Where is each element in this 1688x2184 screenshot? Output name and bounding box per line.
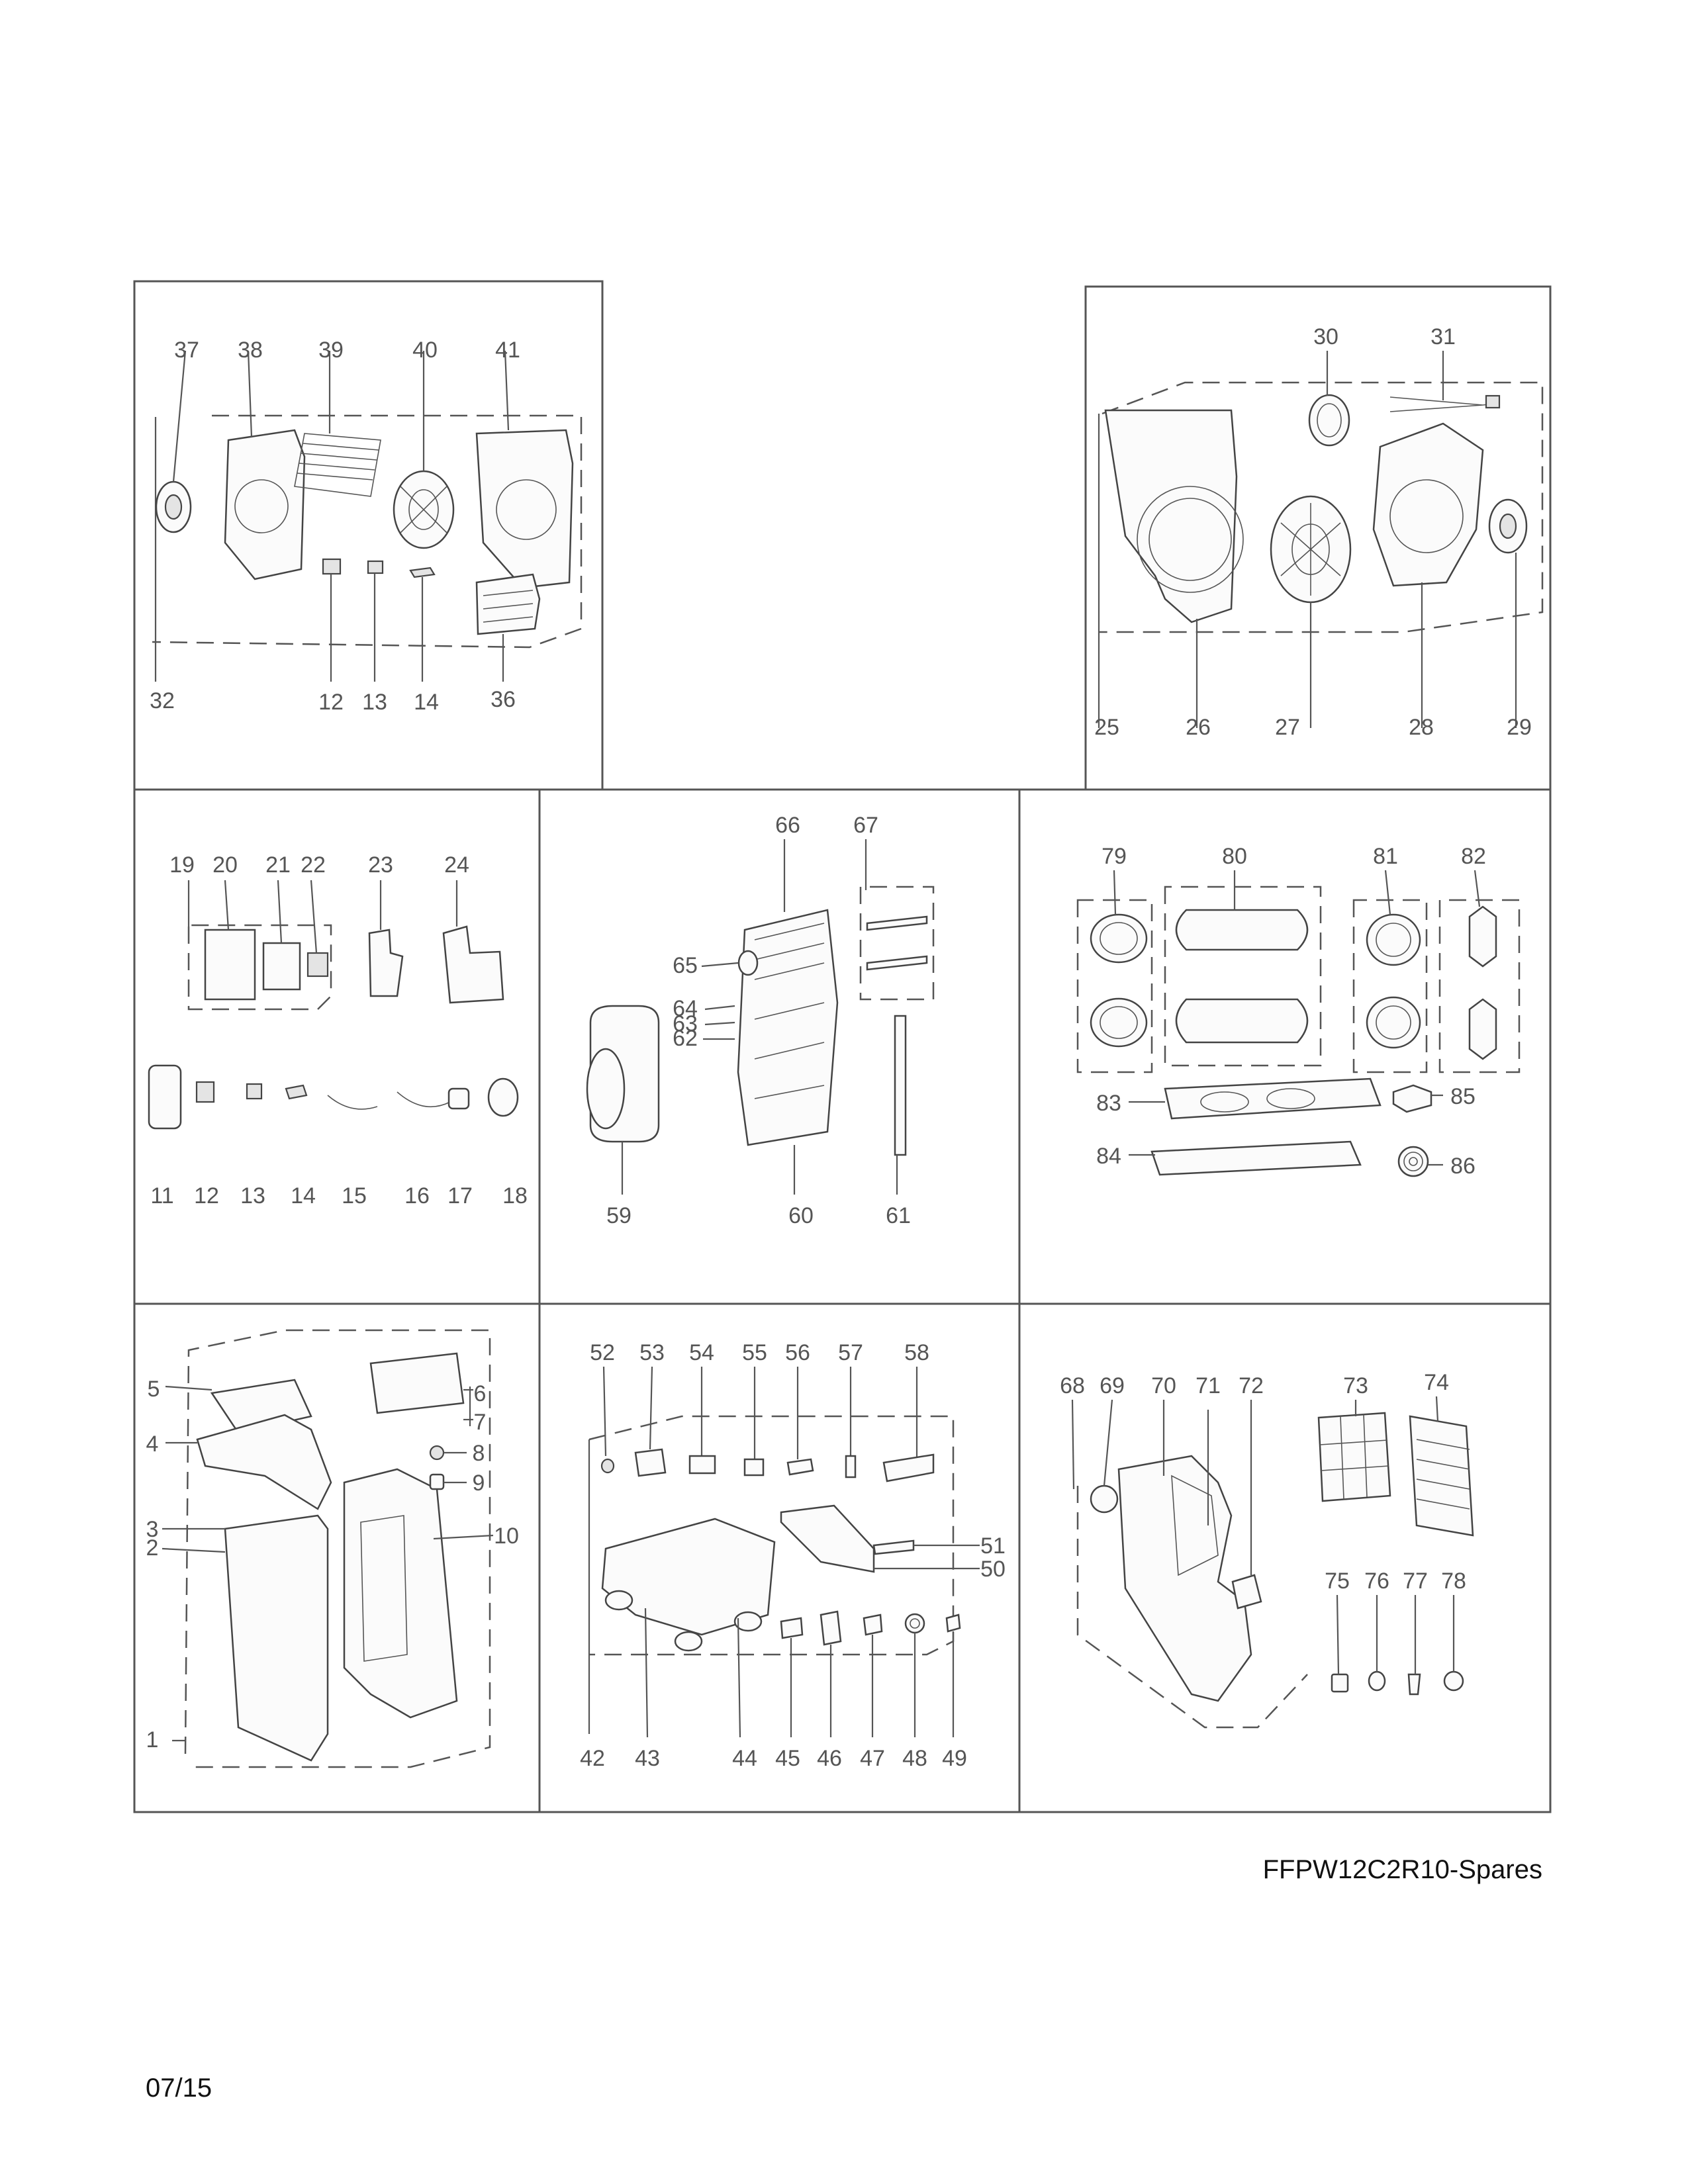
- callout-57: 57: [838, 1340, 863, 1365]
- callout-13b: 13: [240, 1183, 265, 1208]
- callout-65: 65: [673, 953, 698, 978]
- callout-11: 11: [150, 1183, 173, 1208]
- callout-17: 17: [447, 1183, 473, 1208]
- callout-41: 41: [495, 338, 520, 363]
- callout-6: 6: [474, 1381, 487, 1406]
- panel-blower-upper-assembly: [152, 350, 583, 682]
- callout-28: 28: [1409, 715, 1434, 740]
- panel-electrical-components: [148, 880, 519, 1130]
- callout-12b: 12: [194, 1183, 219, 1208]
- callout-9: 9: [473, 1471, 485, 1496]
- callout-1: 1: [146, 1727, 159, 1752]
- callout-53: 53: [639, 1340, 665, 1365]
- panel-refrigeration-system: [586, 839, 935, 1195]
- callout-20: 20: [212, 852, 238, 878]
- callout-25: 25: [1094, 715, 1119, 740]
- callout-16: 16: [404, 1183, 430, 1208]
- panel-rear-panel-and-filters: [1071, 1396, 1474, 1729]
- callout-40: 40: [412, 338, 438, 363]
- callout-70: 70: [1151, 1373, 1176, 1398]
- callout-64: 64: [673, 996, 698, 1021]
- callout-52: 52: [590, 1340, 615, 1365]
- callout-56: 56: [785, 1340, 810, 1365]
- callout-75: 75: [1325, 1569, 1350, 1594]
- panel-blower-lower-assembly: [1098, 351, 1544, 728]
- callout-26: 26: [1186, 715, 1211, 740]
- callout-23: 23: [368, 852, 393, 878]
- callout-32: 32: [150, 688, 175, 713]
- callout-76: 76: [1364, 1569, 1389, 1594]
- callout-68: 68: [1060, 1373, 1085, 1398]
- callout-14: 14: [414, 690, 439, 715]
- callout-29: 29: [1507, 715, 1532, 740]
- callout-84: 84: [1096, 1144, 1121, 1169]
- callout-36: 36: [491, 687, 516, 712]
- callout-73: 73: [1343, 1373, 1368, 1398]
- callout-69: 69: [1100, 1373, 1125, 1398]
- callout-8: 8: [473, 1441, 485, 1466]
- callout-3: 3: [146, 1517, 159, 1542]
- revision-date: 07/15: [146, 2073, 212, 2103]
- callout-81: 81: [1373, 844, 1398, 869]
- callout-67: 67: [853, 813, 878, 838]
- callout-60: 60: [788, 1203, 814, 1228]
- callout-24: 24: [444, 852, 469, 878]
- callout-48: 48: [902, 1746, 927, 1771]
- callout-66: 66: [775, 813, 800, 838]
- callout-4: 4: [146, 1432, 159, 1457]
- callout-47: 47: [860, 1746, 885, 1771]
- callout-82: 82: [1461, 844, 1486, 869]
- panel-cabinet-front: [162, 1329, 494, 1768]
- callout-72: 72: [1239, 1373, 1264, 1398]
- callout-13: 13: [362, 690, 387, 715]
- panel-frames: [133, 280, 1552, 1813]
- model-spares-label: FFPW12C2R10-Spares: [1263, 1855, 1542, 1884]
- callout-42: 42: [580, 1746, 605, 1771]
- callout-63: 63: [673, 1011, 698, 1036]
- callout-61: 61: [886, 1203, 911, 1228]
- panel-base-and-drain: [588, 1366, 980, 1738]
- callout-19: 19: [169, 852, 195, 878]
- callout-15: 15: [342, 1183, 367, 1208]
- callout-2: 2: [146, 1535, 159, 1561]
- callout-62: 62: [673, 1026, 698, 1051]
- callout-21: 21: [265, 852, 291, 878]
- callout-71: 71: [1196, 1373, 1221, 1398]
- callout-51: 51: [980, 1533, 1006, 1559]
- callout-31: 31: [1430, 324, 1456, 349]
- callout-37: 37: [174, 338, 199, 363]
- callout-80: 80: [1222, 844, 1247, 869]
- callout-85: 85: [1450, 1084, 1476, 1109]
- callout-55: 55: [742, 1340, 767, 1365]
- callout-30: 30: [1313, 324, 1338, 349]
- callout-18: 18: [502, 1183, 528, 1208]
- callout-14b: 14: [291, 1183, 316, 1208]
- callout-5: 5: [148, 1377, 160, 1402]
- callout-10: 10: [494, 1524, 519, 1549]
- callout-83: 83: [1096, 1091, 1121, 1116]
- callout-78: 78: [1441, 1569, 1466, 1594]
- panel-exhaust-hose-window-kit: [1076, 870, 1521, 1177]
- callout-58: 58: [904, 1340, 929, 1365]
- callout-38: 38: [238, 338, 263, 363]
- callout-59: 59: [606, 1203, 632, 1228]
- callout-7: 7: [474, 1410, 487, 1435]
- callout-77: 77: [1403, 1569, 1428, 1594]
- callout-12: 12: [318, 690, 344, 715]
- callout-22: 22: [301, 852, 326, 878]
- callout-54: 54: [689, 1340, 714, 1365]
- callout-45: 45: [775, 1746, 800, 1771]
- callout-50: 50: [980, 1557, 1006, 1582]
- callout-39: 39: [318, 338, 344, 363]
- callout-49: 49: [942, 1746, 967, 1771]
- callout-46: 46: [817, 1746, 842, 1771]
- callout-86: 86: [1450, 1154, 1476, 1179]
- callout-27: 27: [1275, 715, 1300, 740]
- callout-44: 44: [732, 1746, 757, 1771]
- callout-79: 79: [1102, 844, 1127, 869]
- callout-43: 43: [635, 1746, 660, 1771]
- callout-74: 74: [1424, 1370, 1449, 1395]
